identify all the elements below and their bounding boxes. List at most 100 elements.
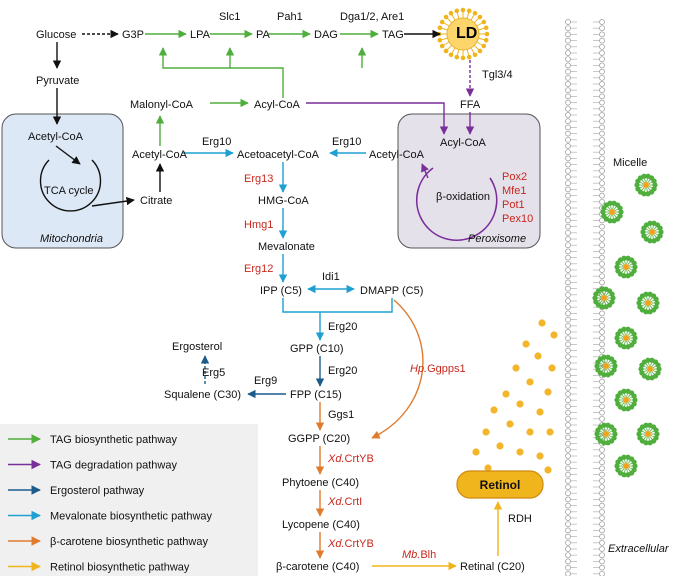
mito-acetyl-coa-label: Acetyl-CoA <box>28 131 84 143</box>
erg13-label: Erg13 <box>244 173 273 185</box>
retinol-dot <box>536 452 544 460</box>
xd3-prefix: Xd. <box>327 538 345 550</box>
hp-ggpps1-label: Hp.Ggpps1 <box>410 363 466 375</box>
retinol-dot <box>472 448 480 456</box>
perox-acyl-coa-label: Acyl-CoA <box>440 137 487 149</box>
tca-cycle-label: TCA cycle <box>44 185 94 197</box>
legend-item: TAG biosynthetic pathway <box>8 434 177 446</box>
micelle <box>594 354 618 378</box>
dag-label: DAG <box>314 29 338 41</box>
legend-item: Ergosterol pathway <box>8 485 145 497</box>
retinol-dot <box>544 388 552 396</box>
hp-prefix: Hp. <box>410 363 427 375</box>
erg5-label: Erg5 <box>202 367 225 379</box>
acetyl-coa-right-label: Acetyl-CoA <box>369 149 425 161</box>
micelle-group <box>592 173 664 478</box>
tag-label: TAG <box>382 29 404 41</box>
retinol-dot <box>516 448 524 456</box>
phytoene-label: Phytoene (C40) <box>282 477 359 489</box>
ergosterol-label: Ergosterol <box>172 341 222 353</box>
retinol-dot <box>534 352 542 360</box>
micelle <box>614 454 638 478</box>
xd2-enzyme: CrtI <box>345 496 363 508</box>
mito-acetyl-tca-arrow <box>55 145 81 165</box>
retinol-dot <box>522 340 530 348</box>
retinal-label: Retinal (C20) <box>460 561 525 573</box>
g3p-label: G3P <box>122 29 144 41</box>
xd-crtyb-1-label: Xd.CrtYB <box>327 453 374 465</box>
pa-label: PA <box>256 29 271 41</box>
retinol-dot <box>484 464 492 472</box>
micelle <box>614 326 638 350</box>
retinol-dot <box>506 420 514 428</box>
xd1-enzyme: CrtYB <box>345 453 374 465</box>
lipid-droplet: LD <box>436 7 490 61</box>
tca-citrate-arrow <box>91 196 135 207</box>
dga-label: Dga1/2, Are1 <box>340 11 404 23</box>
malonyl-coa-label: Malonyl-CoA <box>130 99 194 111</box>
xd2-prefix: Xd. <box>327 496 345 508</box>
tgl-label: Tgl3/4 <box>482 69 513 81</box>
retinol-dot <box>482 428 490 436</box>
legend-label: TAG degradation pathway <box>50 460 177 472</box>
legend-label: Retinol biosynthetic pathway <box>50 562 190 574</box>
retinol-dot <box>526 428 534 436</box>
extracellular-label: Extracellular <box>608 543 670 555</box>
gpp-label: GPP (C10) <box>290 343 344 355</box>
legend-label: TAG biosynthetic pathway <box>50 434 177 446</box>
retinol-dot <box>550 331 558 339</box>
micelle <box>640 220 664 244</box>
micelle-label: Micelle <box>613 157 647 169</box>
retinol-dot <box>496 442 504 450</box>
hmg-coa-label: HMG-CoA <box>258 195 309 207</box>
retinol-dot <box>502 390 510 398</box>
micelle <box>638 357 662 381</box>
ipp-dmapp-bracket-arrow <box>282 298 393 313</box>
squalene-label: Squalene (C30) <box>164 389 241 401</box>
retinol-dot <box>544 466 552 474</box>
erg9-label: Erg9 <box>254 375 277 387</box>
xd3-enzyme: CrtYB <box>345 538 374 550</box>
retinol-dot <box>526 378 534 386</box>
slc1-label: Slc1 <box>219 11 240 23</box>
erg20b-label: Erg20 <box>328 365 357 377</box>
acetyl-coa-left-label: Acetyl-CoA <box>132 149 188 161</box>
pex10-label: Pex10 <box>502 213 533 225</box>
micelle <box>592 286 616 310</box>
legend-item: Mevalonate biosynthetic pathway <box>8 511 213 523</box>
acetoacetyl-coa-label: Acetoacetyl-CoA <box>237 149 320 161</box>
retinol-dot <box>546 428 554 436</box>
lycopene-label: Lycopene (C40) <box>282 519 360 531</box>
peroxisome-label: Peroxisome <box>468 233 526 245</box>
glucose-label: Glucose <box>36 29 76 41</box>
mb-blh-label: Mb.Blh <box>402 549 436 561</box>
mfe1-label: Mfe1 <box>502 185 526 197</box>
micelle <box>614 255 638 279</box>
beta-acetyl-arrow <box>421 163 429 179</box>
xd1-prefix: Xd. <box>327 453 345 465</box>
pah1-label: Pah1 <box>277 11 303 23</box>
hp-enzyme: Ggpps1 <box>427 363 466 375</box>
mitochondria-label: Mitochondria <box>40 233 103 245</box>
micelle <box>594 422 618 446</box>
retinol-dot <box>538 319 546 327</box>
micelle <box>636 291 660 315</box>
hmg1-label: Hmg1 <box>244 219 273 231</box>
legend-item: β-carotene biosynthetic pathway <box>8 536 208 548</box>
legend-label: Ergosterol pathway <box>50 485 145 497</box>
micelle <box>636 422 660 446</box>
legend-box <box>0 424 258 576</box>
ggpp-label: GGPP (C20) <box>288 433 350 445</box>
erg12-label: Erg12 <box>244 263 273 275</box>
citrate-label: Citrate <box>140 195 172 207</box>
dmapp-ggpp-arrow <box>371 299 424 439</box>
acyl-top-perox-arrow <box>306 102 449 135</box>
mitochondria-compartment <box>1 113 124 249</box>
mevalonate-label: Mevalonate <box>258 241 315 253</box>
pox2-label: Pox2 <box>502 171 527 183</box>
retinol-particles <box>472 319 558 474</box>
lpa-label: LPA <box>190 29 211 41</box>
mb-enzyme: Blh <box>420 549 436 561</box>
